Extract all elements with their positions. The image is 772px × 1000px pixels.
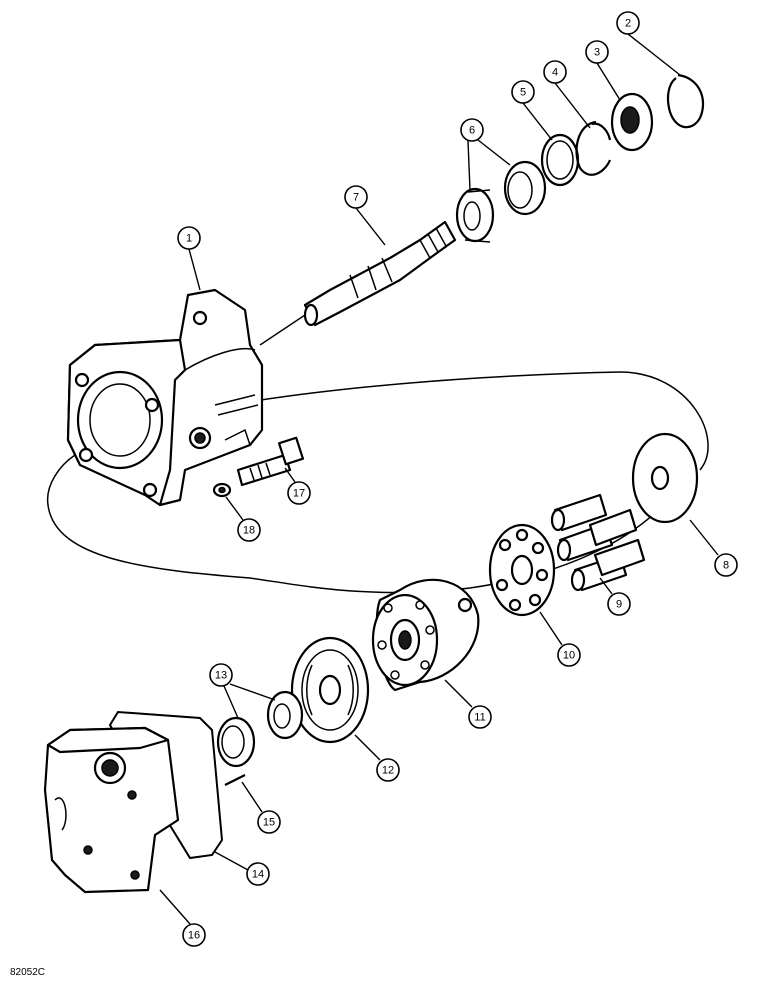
part-18-washer	[212, 482, 232, 498]
part-17-bolt	[236, 436, 305, 487]
callout-circle-4	[543, 60, 567, 84]
callout-label-12: 12	[382, 765, 394, 777]
callout-circle-14	[246, 862, 270, 886]
callout-leader-10	[539, 611, 563, 646]
callout-label-7: 7	[353, 192, 359, 204]
callout-circle-10	[557, 643, 581, 667]
callout-leader-6	[477, 139, 511, 166]
callout-leader-2	[627, 33, 681, 76]
callout-leader-7	[355, 207, 386, 246]
callout-leader-13	[223, 685, 239, 719]
callout-leader-11	[444, 679, 473, 708]
callout-leader-15	[241, 781, 263, 813]
callout-label-3: 3	[594, 47, 600, 59]
callout-label-6: 6	[469, 125, 475, 137]
part-12-valve-plate	[290, 636, 370, 744]
callout-leader-18	[225, 496, 244, 521]
callout-leader-6	[467, 140, 471, 191]
callout-circle-12	[376, 758, 400, 782]
callout-circle-3	[585, 40, 609, 64]
callout-leader-17	[284, 467, 296, 483]
part-4-snap-ring	[575, 120, 612, 176]
callout-leader-3	[596, 62, 621, 101]
callout-label-18: 18	[243, 525, 255, 537]
callout-circle-17	[287, 481, 311, 505]
callout-circle-13	[209, 663, 233, 687]
part-6-bearing	[455, 160, 547, 243]
part-2-retaining-ring	[666, 73, 705, 129]
part-10-retainer-plate	[488, 523, 556, 617]
callout-leader-16	[159, 889, 191, 925]
callout-circle-6	[460, 118, 484, 142]
callout-leader-8	[689, 519, 719, 556]
callout-circle-18	[237, 518, 261, 542]
callout-circle-8	[714, 553, 738, 577]
callout-label-1: 1	[186, 233, 192, 245]
callout-leader-12	[354, 734, 381, 761]
callout-leader-14	[214, 851, 249, 871]
figure-code: 82052C	[10, 967, 45, 978]
callout-circle-7	[344, 185, 368, 209]
callout-leader-13	[229, 683, 276, 701]
callout-label-5: 5	[520, 87, 526, 99]
callout-label-14: 14	[252, 869, 264, 881]
callout-label-15: 15	[263, 817, 275, 829]
callout-label-17: 17	[293, 488, 305, 500]
callout-leader-1	[188, 248, 201, 291]
callout-label-11: 11	[474, 712, 485, 724]
callout-leader-4	[554, 82, 591, 129]
callout-circle-5	[511, 80, 535, 104]
callout-label-8: 8	[723, 560, 729, 572]
callout-circle-11	[468, 705, 492, 729]
callout-circle-16	[182, 923, 206, 947]
callout-leader-5	[522, 102, 553, 141]
callout-label-4: 4	[552, 67, 558, 79]
callout-label-9: 9	[616, 599, 622, 611]
callout-circle-9	[607, 592, 631, 616]
part-16-end-cover	[43, 726, 180, 894]
part-8-thrust-plate	[631, 432, 699, 524]
part-11-cylinder-block	[371, 578, 480, 692]
part-13-bearing	[216, 690, 304, 768]
part-15-pin	[224, 774, 246, 786]
callout-label-16: 16	[188, 930, 200, 942]
part-3-seal	[610, 92, 654, 152]
callout-label-2: 2	[625, 18, 631, 30]
callout-circle-2	[616, 11, 640, 35]
callout-leader-9	[599, 577, 613, 595]
part-7-shaft	[259, 220, 457, 346]
part-1-housing	[66, 288, 264, 507]
part-9-pistons	[550, 493, 646, 592]
callout-label-13: 13	[215, 670, 227, 682]
callout-circle-1	[177, 226, 201, 250]
callout-label-10: 10	[563, 650, 575, 662]
callout-circle-15	[257, 810, 281, 834]
